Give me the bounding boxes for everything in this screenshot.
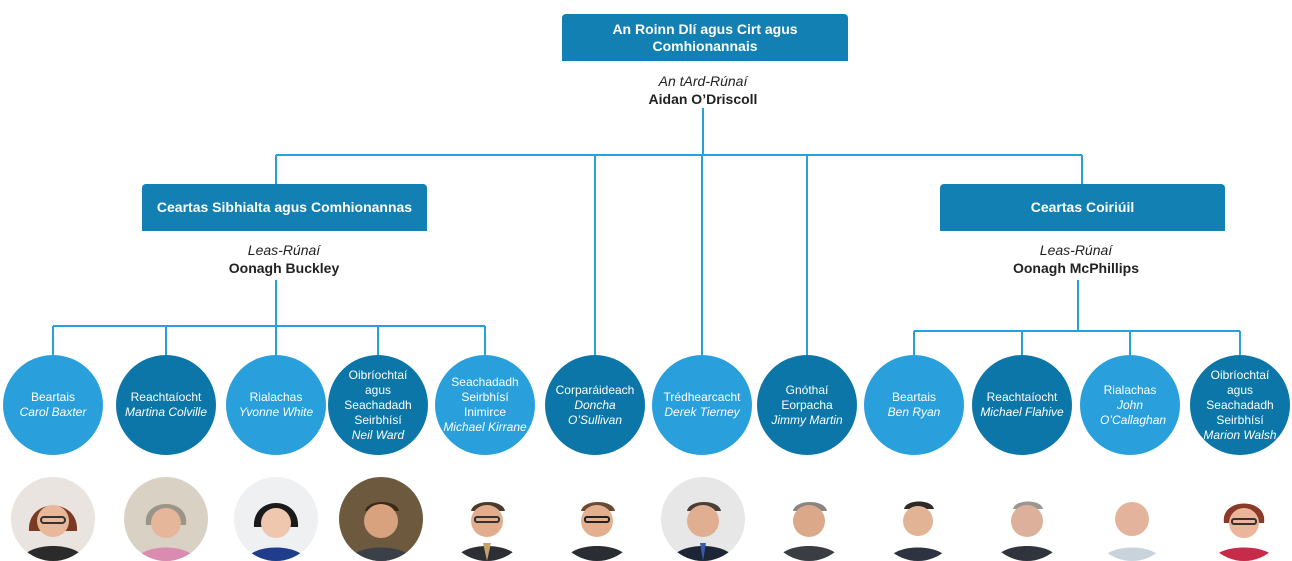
unit-function: Rialachas (1103, 382, 1157, 397)
unit-circle: Rialachas John O’Callaghan (1080, 355, 1180, 455)
unit-circle: Oibríochtaí agus Seachadadh Seirbhísí Ne… (328, 355, 428, 455)
unit-circle: Beartais Ben Ryan (864, 355, 964, 455)
unit-circle: Seachadadh Seirbhísí Inimirce Michael Ki… (435, 355, 535, 455)
unit-function: Reachtaíocht (130, 390, 202, 404)
portrait-photo (661, 477, 745, 561)
unit-person: Carol Baxter (19, 405, 87, 419)
left-deputy: Leas-Rúnaí Oonagh Buckley (134, 241, 434, 277)
unit-person: Marion Walsh (1203, 427, 1277, 442)
secretary-general-name: Aidan O’Driscoll (648, 91, 758, 107)
left-deputy-name: Oonagh Buckley (228, 260, 340, 276)
right-deputy-title: Leas-Rúnaí (1039, 242, 1113, 258)
portrait-photo (339, 477, 423, 561)
unit-person: Jimmy Martin (771, 412, 843, 427)
left-division-box: Ceartas Sibhialta agus Comhionannas (142, 184, 427, 231)
left-deputy-title: Leas-Rúnaí (247, 242, 321, 258)
portrait-photo (124, 477, 208, 561)
portrait-photo (767, 477, 851, 561)
unit-function: Reachtaíocht (986, 390, 1058, 404)
unit-function: Gnóthaí Eorpacha (781, 382, 833, 412)
portrait-photo (1090, 477, 1174, 561)
unit-circle: Beartais Carol Baxter (3, 355, 103, 455)
unit-person: John O’Callaghan (1100, 397, 1167, 427)
unit-person: Michael Flahive (980, 405, 1064, 419)
unit-function: Beartais (891, 390, 937, 404)
unit-circle: Trédhearcacht Derek Tierney (652, 355, 752, 455)
unit-circle: Rialachas Yvonne White (226, 355, 326, 455)
secretary-general-title: An tArd-Rúnaí (658, 73, 748, 89)
unit-function: Seachadadh Seirbhísí Inimirce (451, 375, 519, 419)
portrait-photo (876, 477, 960, 561)
unit-circle: Gnóthaí Eorpacha Jimmy Martin (757, 355, 857, 455)
portrait-photo (985, 477, 1069, 561)
unit-function: Rialachas (249, 390, 303, 404)
unit-function: Corparáideach (555, 382, 635, 397)
department-title: An Roinn Dlí agus Cirt agus Comhionannai… (612, 20, 798, 54)
portrait-photo (555, 477, 639, 561)
unit-person: Derek Tierney (664, 405, 740, 419)
right-deputy: Leas-Rúnaí Oonagh McPhillips (926, 241, 1226, 277)
unit-circle: Oibríochtaí agus Seachadadh Seirbhísí Ma… (1190, 355, 1290, 455)
portrait-photo (1202, 477, 1286, 561)
right-deputy-name: Oonagh McPhillips (1012, 260, 1139, 276)
unit-function: Oibríochtaí agus Seachadadh Seirbhísí (1206, 367, 1274, 427)
right-division-box: Ceartas Coiriúil (940, 184, 1225, 231)
unit-person: Yvonne White (238, 405, 314, 419)
unit-person: Ben Ryan (887, 405, 941, 419)
unit-person: Michael Kirrane (443, 420, 527, 434)
portrait-photo (11, 477, 95, 561)
unit-circle: Corparáideach Doncha O’Sullivan (545, 355, 645, 455)
unit-function: Oibríochtaí agus Seachadadh Seirbhísí (344, 367, 412, 427)
unit-circle: Reachtaíocht Michael Flahive (972, 355, 1072, 455)
unit-person: Doncha O’Sullivan (567, 397, 623, 427)
unit-function: Beartais (30, 390, 76, 404)
unit-person: Martina Colville (124, 405, 208, 419)
portrait-photo (445, 477, 529, 561)
unit-circle: Reachtaíocht Martina Colville (116, 355, 216, 455)
left-division-title: Ceartas Sibhialta agus Comhionannas (156, 199, 413, 215)
portrait-photo (234, 477, 318, 561)
secretary-general: An tArd-Rúnaí Aidan O’Driscoll (553, 72, 853, 108)
department-title-box: An Roinn Dlí agus Cirt agus Comhionannai… (562, 14, 848, 61)
unit-person: Neil Ward (351, 427, 405, 442)
unit-function: Trédhearcacht (663, 390, 741, 404)
right-division-title: Ceartas Coiriúil (1030, 199, 1135, 215)
